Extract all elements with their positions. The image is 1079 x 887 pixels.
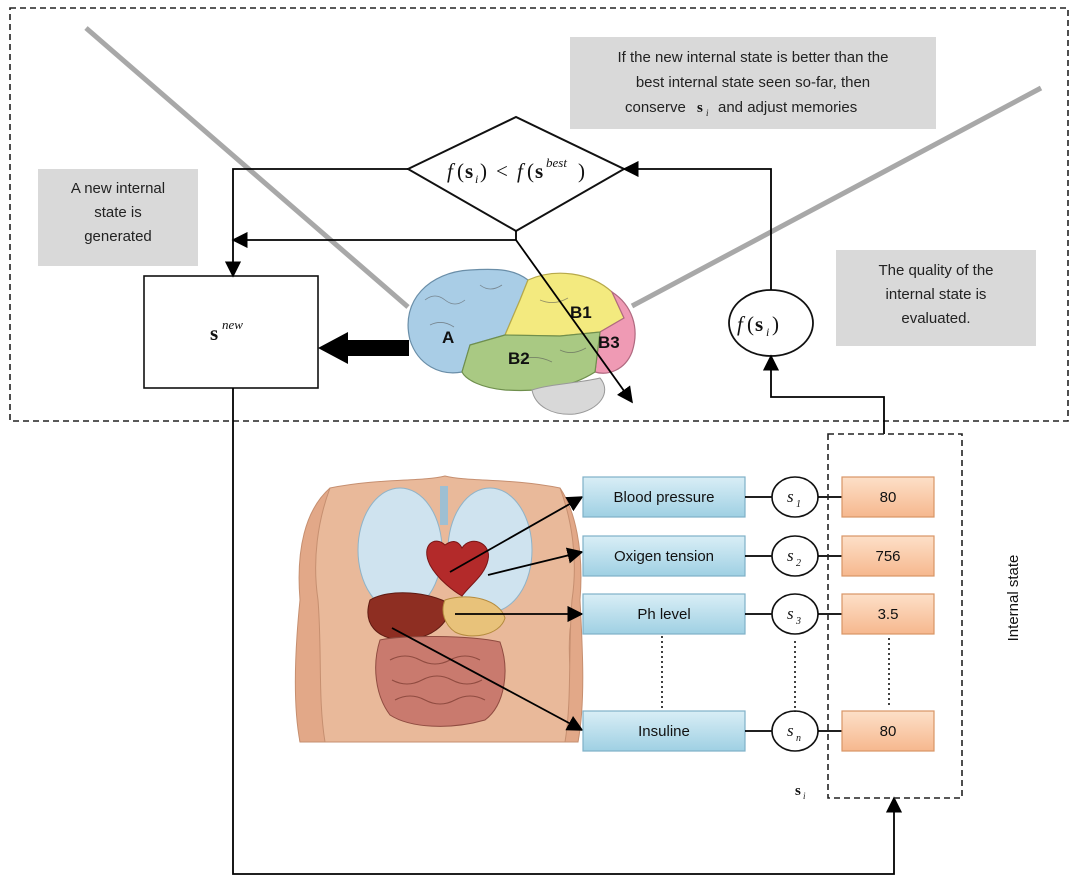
eval-s: s (755, 312, 763, 336)
brain-region-b2-shape (461, 331, 601, 392)
note-generated-line-1: A new internal (71, 180, 165, 197)
si-label-i: i (803, 791, 806, 801)
insuline-value: 80 (880, 723, 897, 740)
left-diagonal-line (84, 26, 410, 309)
oxigen-tension-symbol-circle (771, 535, 819, 577)
diamond-to-brain-arrow (515, 239, 633, 404)
condition-rparen: ) (480, 159, 487, 183)
note-conserve-line-1: If the new internal state is better than… (618, 49, 889, 66)
conserve-s-symbol: s (697, 100, 703, 116)
oxigen-tension-value: 756 (875, 548, 900, 565)
insuline-label: Insuline (638, 723, 690, 740)
condition-f2: f (517, 159, 526, 183)
brain-region-b1-label: B1 (570, 303, 592, 322)
note-evaluated: The quality of the internal state is eva… (836, 250, 1036, 346)
note-evaluated-line-1: The quality of the (878, 262, 993, 279)
snew-superscript: new (222, 317, 243, 332)
note-conserve-line-3b: and adjust memories (718, 99, 857, 116)
ph-level-value-box (841, 593, 935, 635)
ph-level-box (582, 593, 746, 635)
oxigen-tension-label: Oxigen tension (614, 548, 714, 565)
note-conserve-line-2: best internal state seen so-far, then (636, 74, 870, 91)
diamond-left-to-snew (224, 168, 408, 278)
brain-region-b2-label: B2 (508, 349, 530, 368)
ph-level-symbol-subscript: 3 (795, 616, 801, 627)
liver-to-insuline-arrow (391, 627, 584, 731)
condition-s2: s (535, 159, 543, 183)
lung-to-oxygen-arrow (487, 547, 584, 576)
snew-box: s new (143, 275, 319, 389)
brain-region-a-shape (407, 268, 529, 374)
note-generated-line-3: generated (84, 228, 152, 245)
note-conserve: If the new internal state is better than… (570, 37, 936, 129)
blood-pressure-value: 80 (880, 489, 897, 506)
insuline-symbol-circle (771, 710, 819, 752)
condition-best: best (546, 155, 567, 170)
cognition-region-border (9, 7, 1069, 422)
brain-folds (424, 284, 587, 363)
note-evaluated-line-3: evaluated. (901, 310, 970, 327)
intestine-folds (389, 655, 486, 705)
eval-to-diamond (622, 160, 772, 290)
blood-pressure-value-box (841, 476, 935, 518)
eval-f: f (737, 312, 746, 336)
blood-pressure-symbol-subscript: 1 (796, 499, 801, 510)
condition-lparen2: ( (527, 159, 534, 183)
insuline-symbol: s (787, 721, 794, 740)
stomach (442, 596, 506, 637)
note-evaluated-line-2: internal state is (886, 286, 987, 303)
oxigen-tension-symbol: s (787, 546, 794, 565)
ph-level-value: 3.5 (878, 606, 899, 623)
trachea (440, 486, 448, 525)
blood-pressure-label: Blood pressure (614, 489, 715, 506)
condition-s: s (465, 159, 473, 183)
internal-state-box (827, 433, 963, 799)
condition-i: i (475, 172, 478, 186)
ph-level-symbol-circle (771, 593, 819, 635)
blood-pressure-symbol: s (787, 487, 794, 506)
brain-illustration: A B1 B2 B3 (407, 268, 636, 415)
note-generated: A new internal state is generated (38, 169, 198, 266)
insuline-value-box (841, 710, 935, 752)
ph-level-label: Ph level (637, 606, 690, 623)
evaluation-circle: f ( s i ) (728, 289, 814, 357)
conserve-i-subscript: i (706, 108, 709, 118)
insuline-symbol-subscript: n (796, 733, 801, 744)
diamond-bottom-to-snew (231, 231, 517, 249)
si-label-s: s (795, 783, 801, 799)
note-generated-line-2: state is (94, 204, 142, 221)
blood-pressure-box (582, 476, 746, 518)
ph-level-symbol: s (787, 604, 794, 623)
condition-rparen2: ) (578, 159, 585, 183)
oxigen-tension-symbol-subscript: 2 (796, 558, 801, 569)
insuline-box (582, 710, 746, 752)
condition-lt: < (496, 159, 508, 183)
oxigen-tension-value-box (841, 535, 935, 577)
state-to-eval (762, 354, 885, 434)
left-arm (294, 487, 331, 743)
eval-lparen: ( (747, 312, 754, 336)
eval-rparen: ) (772, 312, 779, 336)
eval-i: i (766, 325, 769, 339)
heart-to-blood-pressure-arrow (449, 496, 584, 573)
brain-to-snew-arrow (318, 332, 409, 364)
condition-f: f (447, 159, 456, 183)
snew-to-state-loop (232, 388, 903, 875)
internal-state-label: Internal state (1005, 555, 1022, 642)
blood-pressure-symbol-circle (771, 476, 819, 518)
snew-s: s (210, 321, 218, 345)
right-diagonal-line (630, 85, 1043, 309)
oxigen-tension-box (582, 535, 746, 577)
brain-region-a-label: A (442, 328, 454, 347)
brain-cerebellum-shape (531, 377, 606, 415)
decision-diamond: f ( s i ) < f ( s best ) (405, 115, 627, 233)
condition-lparen: ( (457, 159, 464, 183)
note-conserve-line-3a: conserve (625, 99, 686, 116)
brain-region-b3-label: B3 (598, 333, 620, 352)
intestines (375, 635, 506, 727)
liver (367, 592, 451, 641)
body-illustration (294, 475, 584, 743)
